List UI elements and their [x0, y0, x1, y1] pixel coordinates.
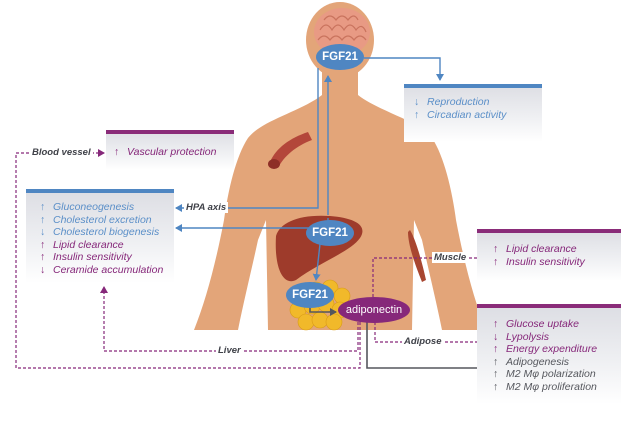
arrow-up-icon: ↑	[40, 238, 46, 251]
effect-text: Energy expenditure	[506, 343, 598, 355]
effect-item: ↑ Gluconeogenesis	[40, 201, 134, 214]
effect-text: Circadian activity	[427, 109, 507, 121]
arrow-up-icon: ↑	[493, 355, 499, 368]
arrow-up-icon: ↑	[40, 251, 46, 263]
effect-item: ↑ Circadian activity	[414, 109, 506, 122]
effect-text: Insulin sensitivity	[53, 251, 132, 263]
effect-text: Ceramide accumulation	[53, 263, 164, 276]
edge-label-adipose: Adipose	[402, 336, 444, 347]
fgf21-brain-node: FGF21	[316, 44, 364, 70]
arrow-down-icon: ↓	[493, 330, 499, 343]
effect-text: Gluconeogenesis	[53, 201, 135, 213]
arrow-down-icon: ↓	[40, 263, 46, 276]
arrow-down-icon: ↓	[414, 96, 420, 108]
effect-item: ↑ Insulin sensitivity	[40, 251, 132, 264]
effect-text: Lipid clearance	[53, 238, 124, 251]
arrow-up-icon: ↑	[493, 368, 499, 380]
edge-label-liver: Liver	[216, 345, 243, 356]
adiponectin-to-vascular-arrow	[15, 149, 361, 369]
blood-vessel-illustration	[268, 132, 312, 169]
fgf21-liver-node: FGF21	[306, 220, 354, 246]
box-header-bar	[477, 304, 621, 308]
liver-effects-box: ↑Gluconeogenesis ↑Cholesterol excretion …	[26, 189, 174, 283]
arrow-up-icon: ↑	[493, 343, 499, 355]
brain-illustration	[314, 8, 370, 56]
fgf21-adipose-node: FGF21	[286, 282, 334, 308]
box-header-bar	[106, 130, 234, 134]
effect-text: Lipid clearance	[506, 243, 577, 255]
effect-text: Reproduction	[427, 96, 490, 108]
vascular-effects-box: ↑ Vascular protection	[106, 130, 234, 170]
effect-item: ↓ Cholesterol biogenesis	[40, 226, 159, 239]
effect-item: ↑ Energy expenditure	[493, 343, 597, 356]
liver-to-adipose-arrow	[312, 243, 321, 281]
effect-item: ↓ Ceramide accumulation	[40, 264, 163, 277]
arrow-up-icon: ↑	[40, 213, 46, 226]
effect-text: Insulin sensitivity	[506, 255, 585, 268]
arrow-up-icon: ↑	[414, 109, 420, 121]
arrow-up-icon: ↑	[114, 146, 120, 158]
effect-item: ↑ Cholesterol excretion	[40, 214, 152, 227]
box-header-bar	[404, 84, 542, 88]
box-header-bar	[26, 189, 174, 193]
arrow-down-icon: ↓	[40, 226, 46, 238]
effect-item: ↑ Glucose uptake	[493, 318, 579, 331]
effect-text: Cholesterol excretion	[53, 213, 152, 226]
arrow-up-icon: ↑	[493, 255, 499, 268]
effect-item: ↑ Adipogenesis	[493, 356, 569, 369]
adiponectin-node: adiponectin	[338, 297, 410, 323]
effect-item: ↑ M2 Mφ proliferation	[493, 381, 597, 394]
box-header-bar	[477, 229, 621, 233]
effect-item: ↑ Lipid clearance	[40, 239, 124, 252]
effect-item: ↑ Vascular protection	[114, 146, 217, 159]
muscle-illustration	[408, 230, 426, 282]
edge-label-blood-vessel: Blood vessel	[30, 147, 93, 158]
arrow-up-icon: ↑	[493, 380, 499, 393]
effect-text: Lypolysis	[506, 330, 549, 343]
adipose-effects-box: ↑ Glucose uptake ↓ Lypolysis ↑ Energy expen…	[477, 304, 621, 404]
effect-text: Cholesterol biogenesis	[53, 226, 160, 238]
effect-text: Adipogenesis	[506, 355, 570, 368]
effect-text: M2 Mφ polarization	[506, 368, 596, 380]
brain-effects-box: ↓ Reproduction ↑ Circadian activity	[404, 84, 542, 142]
arrow-up-icon: ↑	[40, 201, 46, 213]
effect-text: Vascular protection	[127, 146, 217, 158]
effect-text: M2 Mφ proliferation	[506, 380, 597, 393]
arrow-up-icon: ↑	[493, 243, 499, 255]
effect-item: ↓ Reproduction	[414, 96, 489, 109]
effect-item: ↓ Lypolysis	[493, 331, 549, 344]
brain-to-reproduction-arrow	[364, 57, 444, 81]
fgf21-to-adiponectin-arrow	[309, 306, 337, 316]
muscle-effects-box: ↑ Lipid clearance ↑ Insulin sensitivity	[477, 229, 621, 281]
effect-item: ↑ M2 Mφ polarization	[493, 368, 596, 381]
adiponectin-to-adipose-box-arrow	[366, 322, 491, 372]
effect-item: ↑ Insulin sensitivity	[493, 256, 585, 269]
adiponectin-to-adipose-arrow	[374, 322, 491, 346]
edge-label-hpa-axis: HPA axis	[184, 202, 229, 213]
edge-label-muscle: Muscle	[432, 252, 469, 263]
arrow-up-icon: ↑	[493, 318, 499, 330]
effect-item: ↑ Lipid clearance	[493, 243, 577, 256]
effect-text: Glucose uptake	[506, 318, 579, 330]
